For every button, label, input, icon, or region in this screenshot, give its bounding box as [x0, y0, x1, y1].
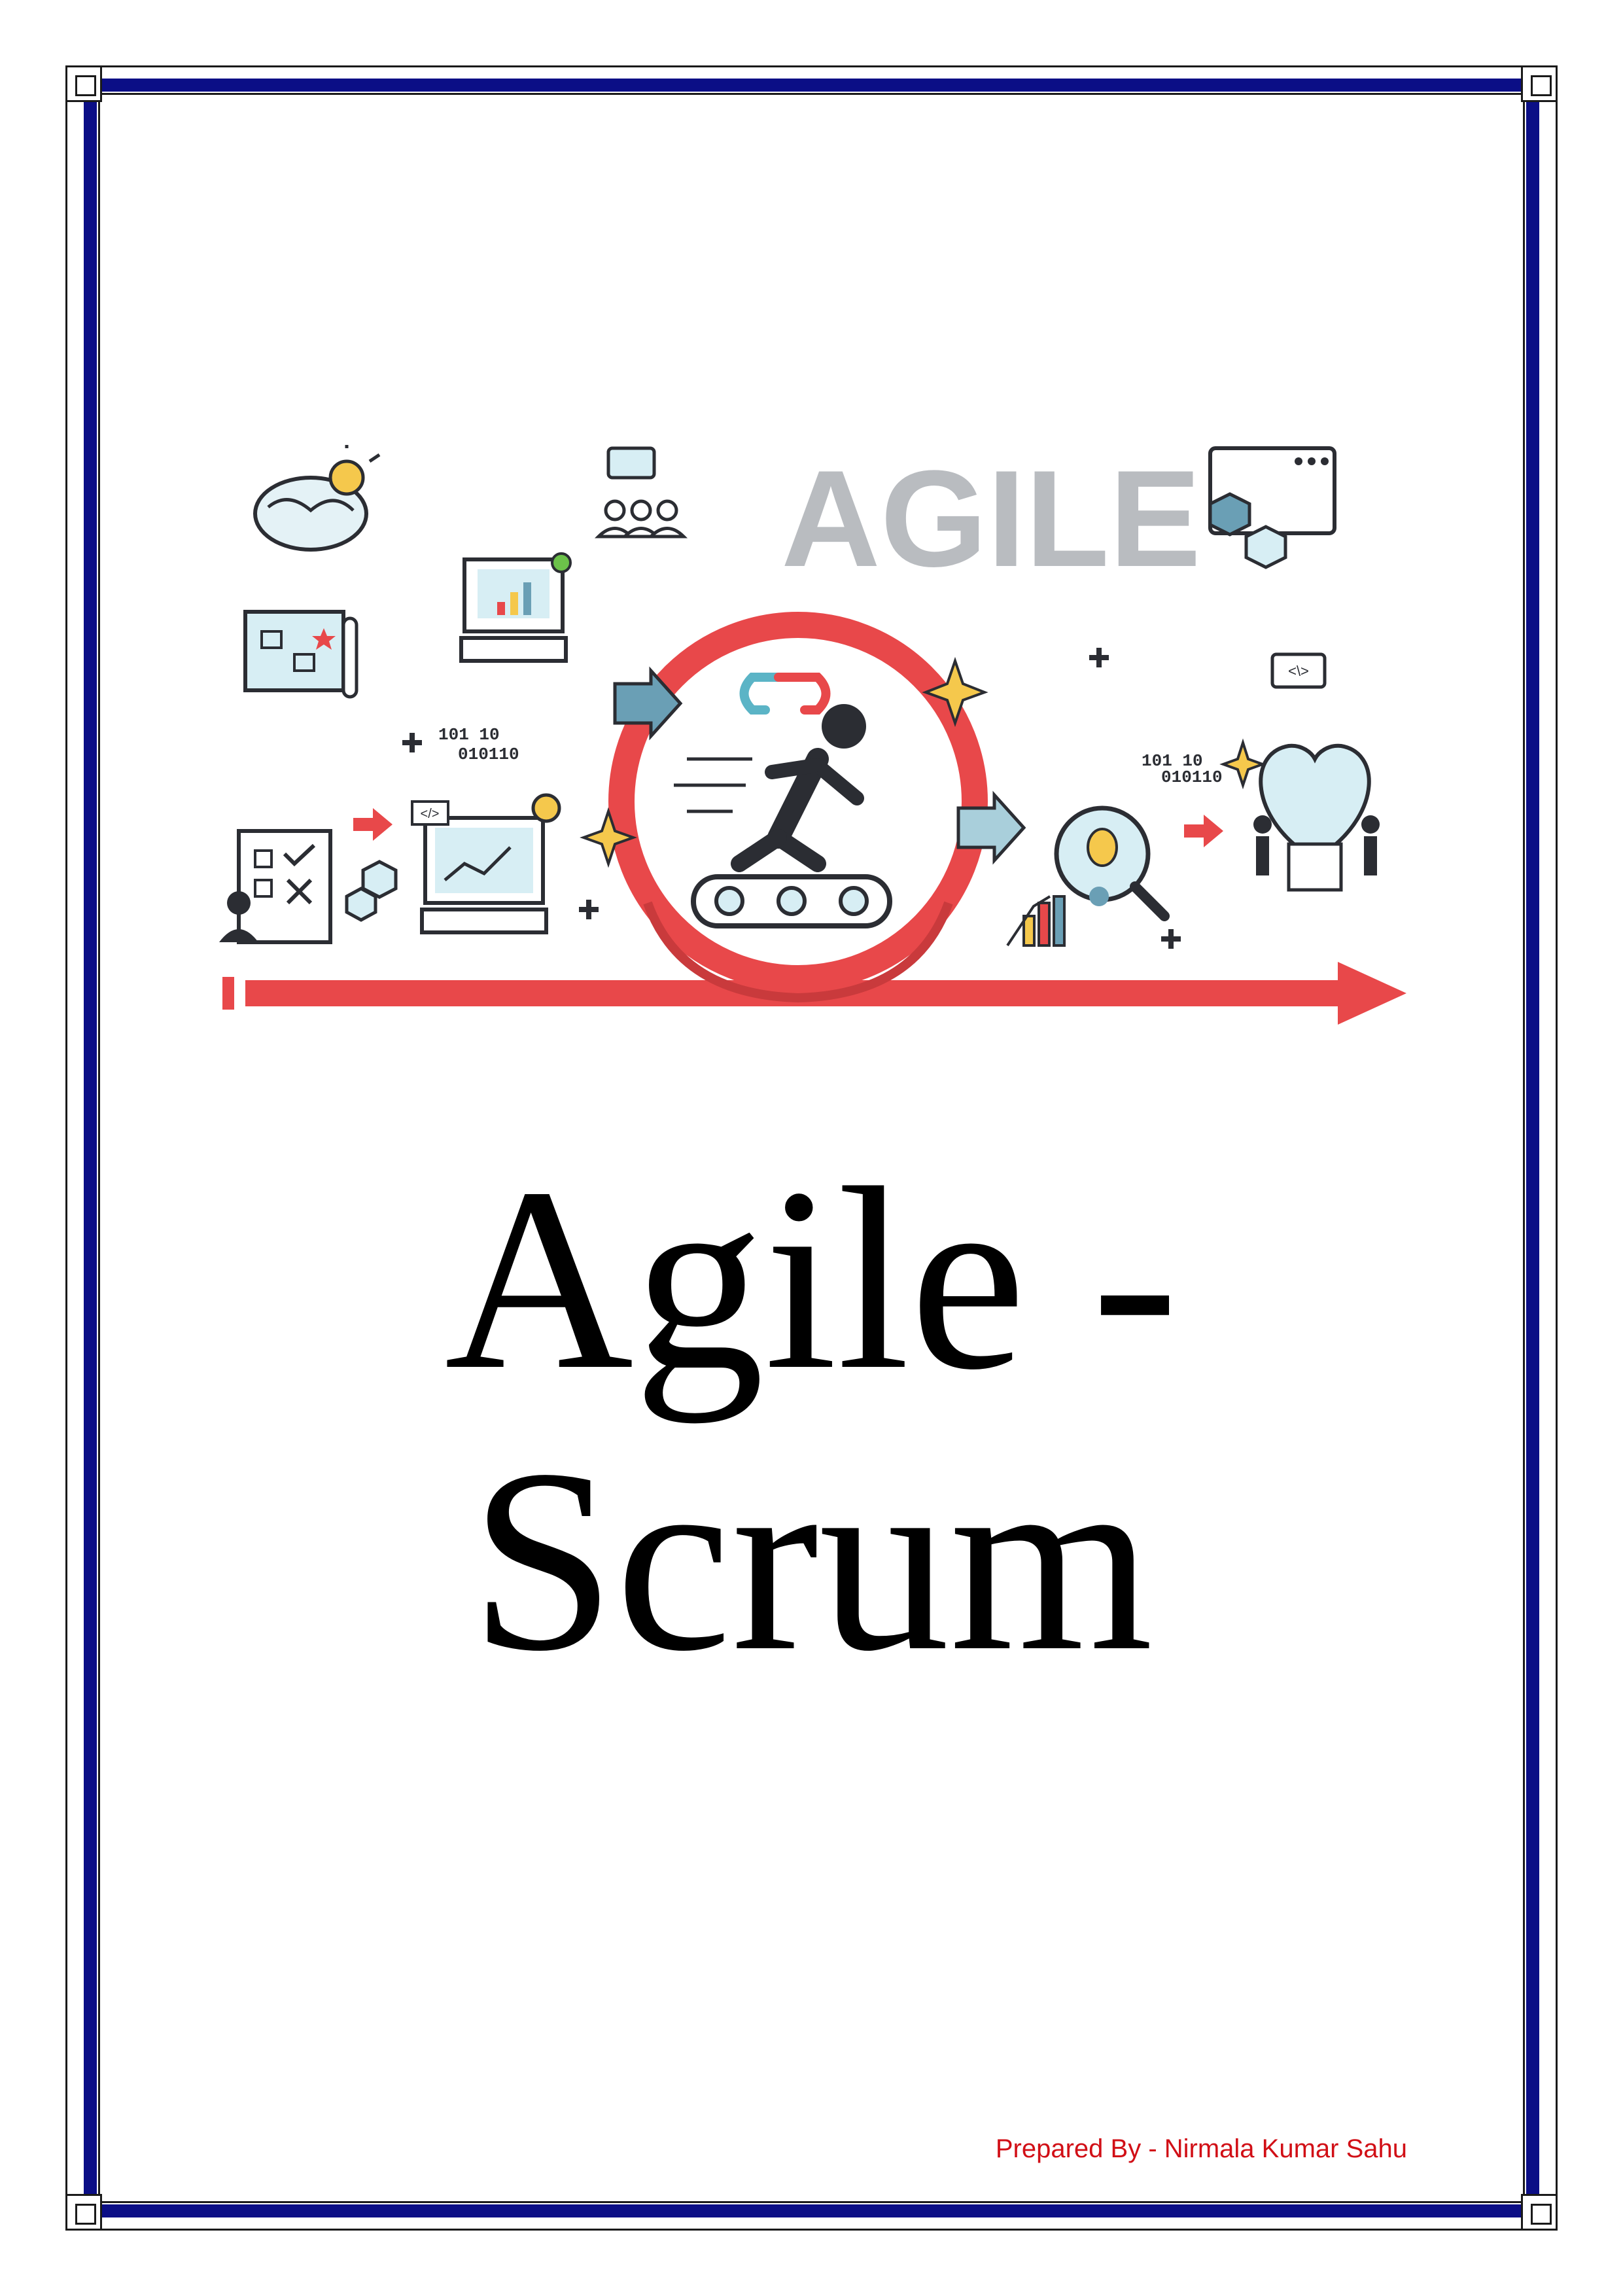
checklist-icon	[219, 829, 332, 944]
sparkle-icon	[1219, 738, 1266, 790]
binary-text: 101 10	[1142, 751, 1203, 771]
handshake-icon	[1253, 743, 1380, 892]
brain-idea-icon	[253, 445, 381, 552]
agile-word-art: AGILE	[781, 445, 1201, 595]
plus-icon	[402, 648, 1181, 949]
border-corner-top-left	[65, 65, 102, 102]
agile-illustration: AGILE	[219, 445, 1406, 1025]
code-monitor-icon: </>	[411, 793, 561, 934]
growth-chart-icon	[1006, 895, 1066, 947]
sparkle-icon	[922, 656, 988, 728]
code-tag-label: </>	[421, 807, 440, 821]
border-corner-top-right	[1521, 65, 1558, 102]
binary-text: 010110	[1161, 768, 1223, 787]
speed-lines	[674, 757, 752, 813]
sparkle-icon	[580, 807, 637, 868]
repeat-icon	[739, 673, 831, 715]
border-corner-bottom-right	[1521, 2194, 1558, 2231]
workflow-window-icon	[1208, 446, 1336, 569]
code-bubble-icon: <\>	[1270, 652, 1327, 689]
binary-text: 010110	[458, 745, 519, 764]
treadmill-icon	[691, 874, 892, 928]
blueprint-icon	[243, 610, 358, 699]
analytics-monitor-icon	[459, 552, 572, 663]
border-corner-bottom-left	[65, 2194, 102, 2231]
team-icon	[594, 446, 688, 539]
small-arrow-icon	[1184, 815, 1223, 847]
bug-search-icon	[1054, 805, 1170, 921]
arrow-out-icon	[956, 790, 1026, 865]
title-line-1: Agile -	[444, 1134, 1179, 1424]
runner-icon	[731, 704, 866, 872]
title-line-2: Scrum	[470, 1415, 1153, 1705]
sprint-loop	[608, 612, 988, 1003]
author-credit: Prepared By - Nirmala Kumar Sahu	[995, 2134, 1407, 2163]
small-arrow-icon	[353, 808, 393, 841]
binary-text: 101 10	[438, 725, 500, 745]
cubes-icon	[345, 860, 398, 922]
document-title: Agile - Scrum	[131, 1139, 1492, 1701]
code-bubble-label: <\>	[1288, 663, 1309, 679]
arrow-in-icon	[613, 666, 683, 741]
